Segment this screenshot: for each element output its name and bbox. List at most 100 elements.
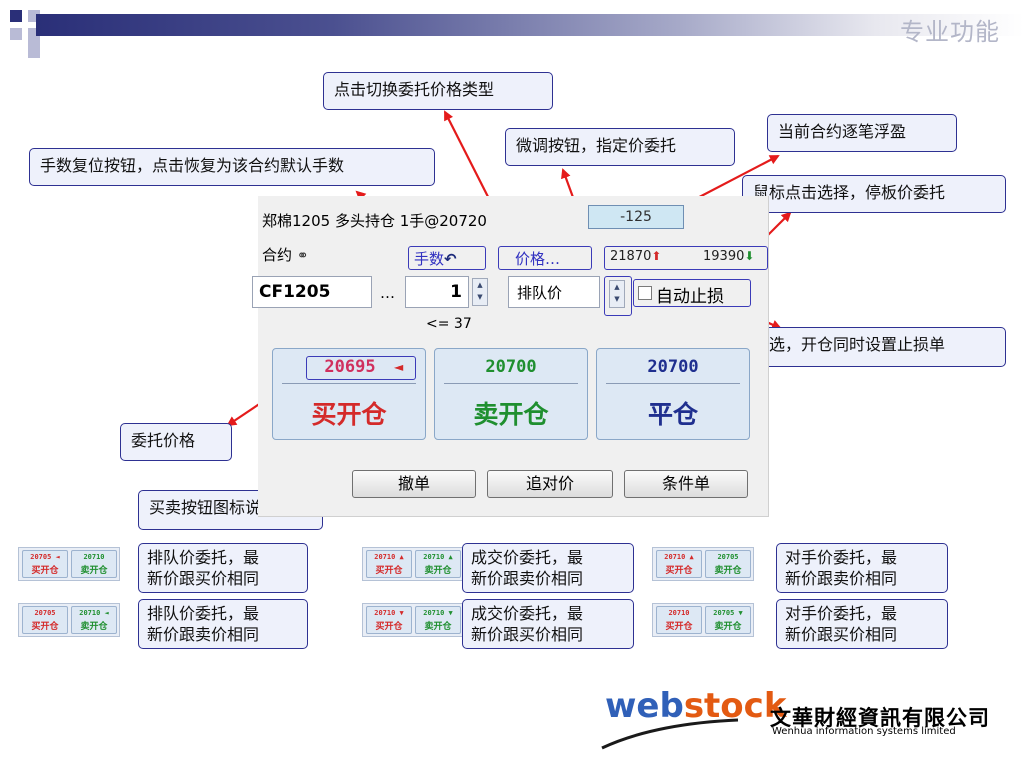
buy-mini-button: 20710 ▲买开仓	[366, 550, 412, 578]
company-name-cn: 文華財經資訊有限公司	[770, 706, 990, 730]
conditional-order-button[interactable]: 条件单	[624, 470, 748, 498]
buy-mini-label: 买开仓	[31, 622, 59, 632]
legend-thumbnail: 20710 买开仓 20705 ▼ 卖开仓	[652, 603, 754, 637]
company-name-en: Wenhua information systems limited	[772, 726, 956, 737]
contract-browse-button[interactable]: …	[380, 284, 395, 302]
callout-stoploss-check: 勾选，开仓同时设置止损单	[742, 327, 1006, 367]
qty-reset-button[interactable]	[408, 246, 486, 270]
float-pl-value: -125	[588, 205, 684, 229]
qty-spinner[interactable]: ▲ ▼	[472, 278, 488, 306]
callout-text: 微调按钮，指定价委托	[516, 136, 677, 155]
buy-mini-button: 20705 ◄买开仓	[22, 550, 68, 578]
legend-line: 新价跟卖价相同	[785, 569, 898, 588]
buy-mini-price: 20710	[668, 609, 690, 617]
callout-text: 点击切换委托价格类型	[334, 80, 495, 99]
buy-divider	[282, 383, 416, 384]
close-position-button[interactable]	[596, 348, 750, 440]
callout-text: 委托价格	[131, 431, 196, 450]
sell-open-label: 卖开仓	[473, 400, 549, 429]
float-pl-text: -125	[620, 209, 652, 225]
sell-mini-label: 卖开仓	[80, 622, 108, 632]
callout-text: 勾选，开仓同时设置止损单	[753, 335, 946, 354]
legend-description: 成交价委托，最新价跟买价相同	[462, 599, 634, 649]
legend-line: 新价跟买价相同	[471, 625, 584, 644]
contract-code-input[interactable]: CF1205	[252, 276, 372, 308]
buy-mini-price: 20710 ▼	[374, 609, 404, 617]
callout-text: 鼠标点击选择，停板价委托	[753, 183, 946, 202]
limit-up-text: 21870	[610, 249, 652, 264]
limit-down-text: 19390	[703, 249, 745, 264]
callout-fine-tune: 微调按钮，指定价委托	[505, 128, 735, 166]
price-type-label: 价格…	[515, 250, 561, 268]
qty-reset-label: 手数↶	[414, 248, 457, 269]
cancel-order-button[interactable]: 撤单	[352, 470, 476, 498]
qty-value: 1	[450, 282, 462, 302]
legend-description: 对手价委托，最新价跟卖价相同	[776, 543, 948, 593]
buy-mini-label: 买开仓	[665, 622, 693, 632]
legend-description: 对手价委托，最新价跟买价相同	[776, 599, 948, 649]
sell-mini-label: 卖开仓	[714, 566, 742, 576]
legend-description: 成交价委托，最新价跟卖价相同	[462, 543, 634, 593]
price-fine-tune-spinner[interactable]: ▲ ▼	[609, 280, 625, 308]
sell-open-price: 20700	[485, 357, 537, 377]
sell-mini-price: 20705 ▼	[713, 609, 743, 617]
sell-mini-price: 20710 ▼	[423, 609, 453, 617]
limit-up-button[interactable]: 21870⬆	[610, 249, 661, 264]
legend-line: 新价跟买价相同	[147, 569, 260, 588]
page-title: 专业功能	[900, 18, 1000, 46]
sell-mini-price: 20710	[83, 553, 105, 561]
limit-down-icon: ⬇	[744, 249, 755, 263]
legend-line: 新价跟卖价相同	[471, 569, 584, 588]
limit-price-box	[604, 246, 768, 270]
qty-input[interactable]: 1	[405, 276, 469, 308]
price-type-value: 排队价	[517, 284, 563, 302]
buy-price-highlight	[306, 356, 416, 380]
spin-down-icon: ▼	[614, 295, 620, 303]
price-type-field[interactable]: 排队价	[508, 276, 600, 308]
contract-label-text: 合约	[262, 246, 293, 264]
auto-stoploss-label: 自动止损	[656, 287, 724, 307]
link-icon[interactable]: ⚭	[296, 248, 309, 264]
callout-float-pl: 当前合约逐笔浮盈	[767, 114, 957, 152]
header-square	[10, 10, 22, 22]
sell-mini-label: 卖开仓	[424, 566, 452, 576]
sell-divider	[444, 383, 578, 384]
buy-mini-button: 20710 ▼买开仓	[366, 606, 412, 634]
sell-mini-label: 卖开仓	[80, 566, 108, 576]
max-qty-hint: <= 37	[426, 316, 472, 332]
buy-mini-price: 20705	[34, 609, 56, 617]
legend-line: 新价跟买价相同	[785, 625, 898, 644]
buy-open-button[interactable]	[272, 348, 426, 440]
sell-mini-label: 卖开仓	[714, 622, 742, 632]
callout-price-type: 点击切换委托价格类型	[323, 72, 553, 110]
price-type-button[interactable]	[498, 246, 592, 270]
legend-line: 成交价委托，最	[471, 604, 584, 623]
spin-up-icon: ▲	[614, 283, 620, 291]
price-spinner-highlight	[604, 276, 632, 316]
qty-label-text: 手数	[414, 250, 445, 268]
chase-price-button[interactable]: 追对价	[487, 470, 613, 498]
auto-stoploss-checkbox[interactable]	[638, 286, 652, 300]
legend-line: 对手价委托，最	[785, 548, 898, 567]
legend-line: 排队价委托，最	[147, 604, 260, 623]
company-logo: webstock	[605, 686, 786, 726]
undo-icon: ↶	[444, 250, 457, 268]
limit-down-button[interactable]: 19390⬇	[703, 249, 754, 264]
buy-price-flag-icon: ◄	[394, 360, 404, 374]
callout-qty-reset: 手数复位按钮，点击恢复为该合约默认手数	[29, 148, 435, 186]
legend-description: 排队价委托，最新价跟卖价相同	[138, 599, 308, 649]
buy-mini-price: 20710 ▲	[664, 553, 694, 561]
sell-mini-price: 20710 ▲	[423, 553, 453, 561]
limit-up-icon: ⬆	[651, 249, 662, 263]
sell-mini-button: 20710 ▼卖开仓	[415, 606, 461, 634]
buy-open-price: 20695	[324, 357, 376, 377]
buy-mini-label: 买开仓	[665, 566, 693, 576]
sell-open-button[interactable]	[434, 348, 588, 440]
callout-order-price: 委托价格	[120, 423, 232, 461]
buy-mini-button: 20710 买开仓	[656, 606, 702, 634]
sell-mini-price: 20710 ◄	[79, 609, 109, 617]
contract-label: 合约 ⚭	[262, 244, 309, 265]
